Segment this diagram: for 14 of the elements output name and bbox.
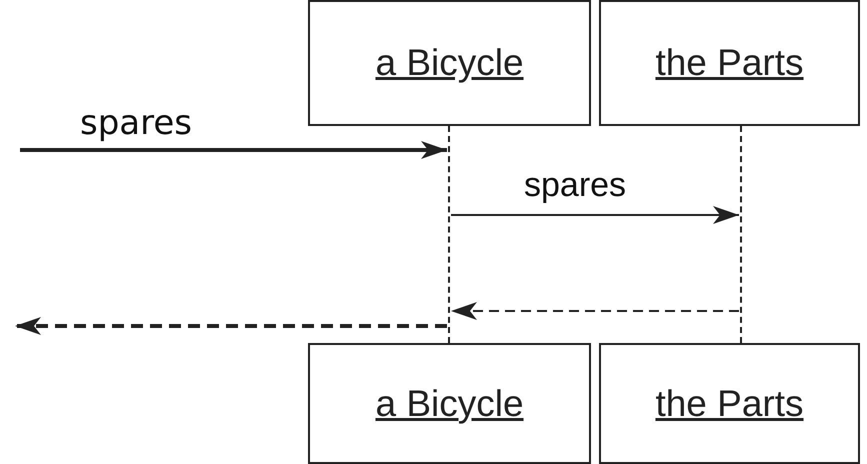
lifeline	[448, 126, 450, 343]
object-box	[308, 343, 591, 464]
object-box	[599, 0, 860, 126]
lifeline	[740, 126, 742, 343]
message-arrow	[451, 206, 739, 224]
object-box	[599, 343, 860, 464]
message-arrow	[451, 302, 739, 320]
object-name: a Bicycle	[375, 382, 524, 424]
object-name: the Parts	[655, 382, 804, 424]
message-arrow	[20, 141, 447, 159]
object-name: the Parts	[655, 42, 804, 84]
object-box	[308, 0, 591, 126]
object-name: a Bicycle	[375, 42, 524, 84]
message-arrow	[15, 317, 447, 335]
